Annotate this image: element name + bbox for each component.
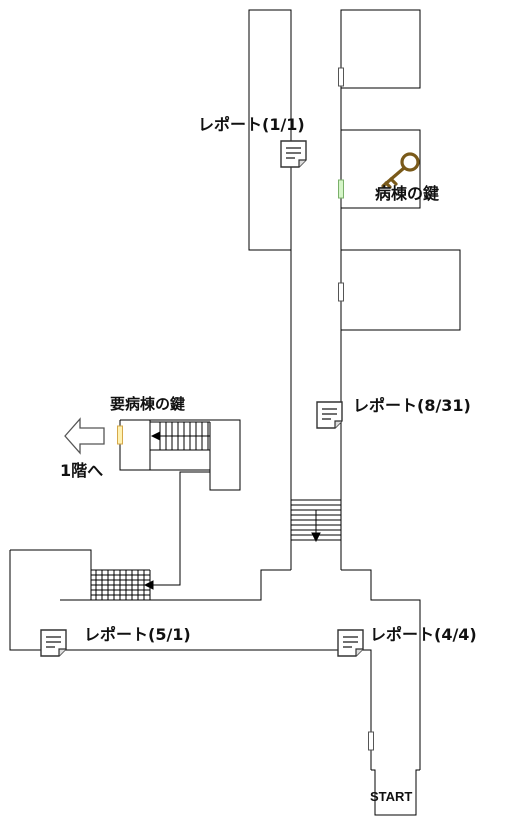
walls: [9, 9, 461, 816]
junction-wall-right: [341, 569, 421, 770]
door-locked-yellow[interactable]: [117, 425, 123, 445]
junction-wall-left: [60, 569, 291, 601]
to-first-floor-label: 1階へ: [60, 461, 104, 480]
ward-key-required-label: 要病棟の鍵: [110, 395, 186, 413]
room-north-east-1: [340, 9, 421, 89]
door-north-east-1[interactable]: [338, 67, 344, 87]
report-label-5-1: レポート(5/1): [84, 625, 191, 644]
report-document-icon[interactable]: [337, 629, 364, 657]
doors: [117, 67, 374, 751]
report-label-1-1: レポート(1/1): [198, 115, 305, 134]
room-east: [340, 249, 461, 331]
key-icon[interactable]: [381, 152, 420, 189]
stair-room: [150, 419, 241, 491]
report-document-icon[interactable]: [40, 629, 67, 657]
stairs-icon: [91, 421, 341, 600]
stair-landing-room: [119, 419, 151, 471]
report-document-icon[interactable]: [280, 140, 307, 168]
ward-key-label: 病棟の鍵: [375, 184, 440, 203]
door-north-east-2-green[interactable]: [338, 179, 344, 199]
start-label: START: [370, 789, 413, 804]
door-start[interactable]: [368, 731, 374, 751]
room-north-east-2: [340, 129, 421, 209]
report-document-icon[interactable]: [316, 401, 343, 429]
south-corridor-bottom: [9, 550, 372, 770]
path-arrows: [143, 431, 321, 590]
start-area: [371, 769, 420, 816]
room-south-west-top: [10, 549, 92, 600]
door-east[interactable]: [338, 282, 344, 302]
report-label-8-31: レポート(8/31): [353, 396, 471, 415]
left-arrow-icon[interactable]: [64, 417, 105, 455]
report-label-4-4: レポート(4/4): [370, 625, 477, 644]
